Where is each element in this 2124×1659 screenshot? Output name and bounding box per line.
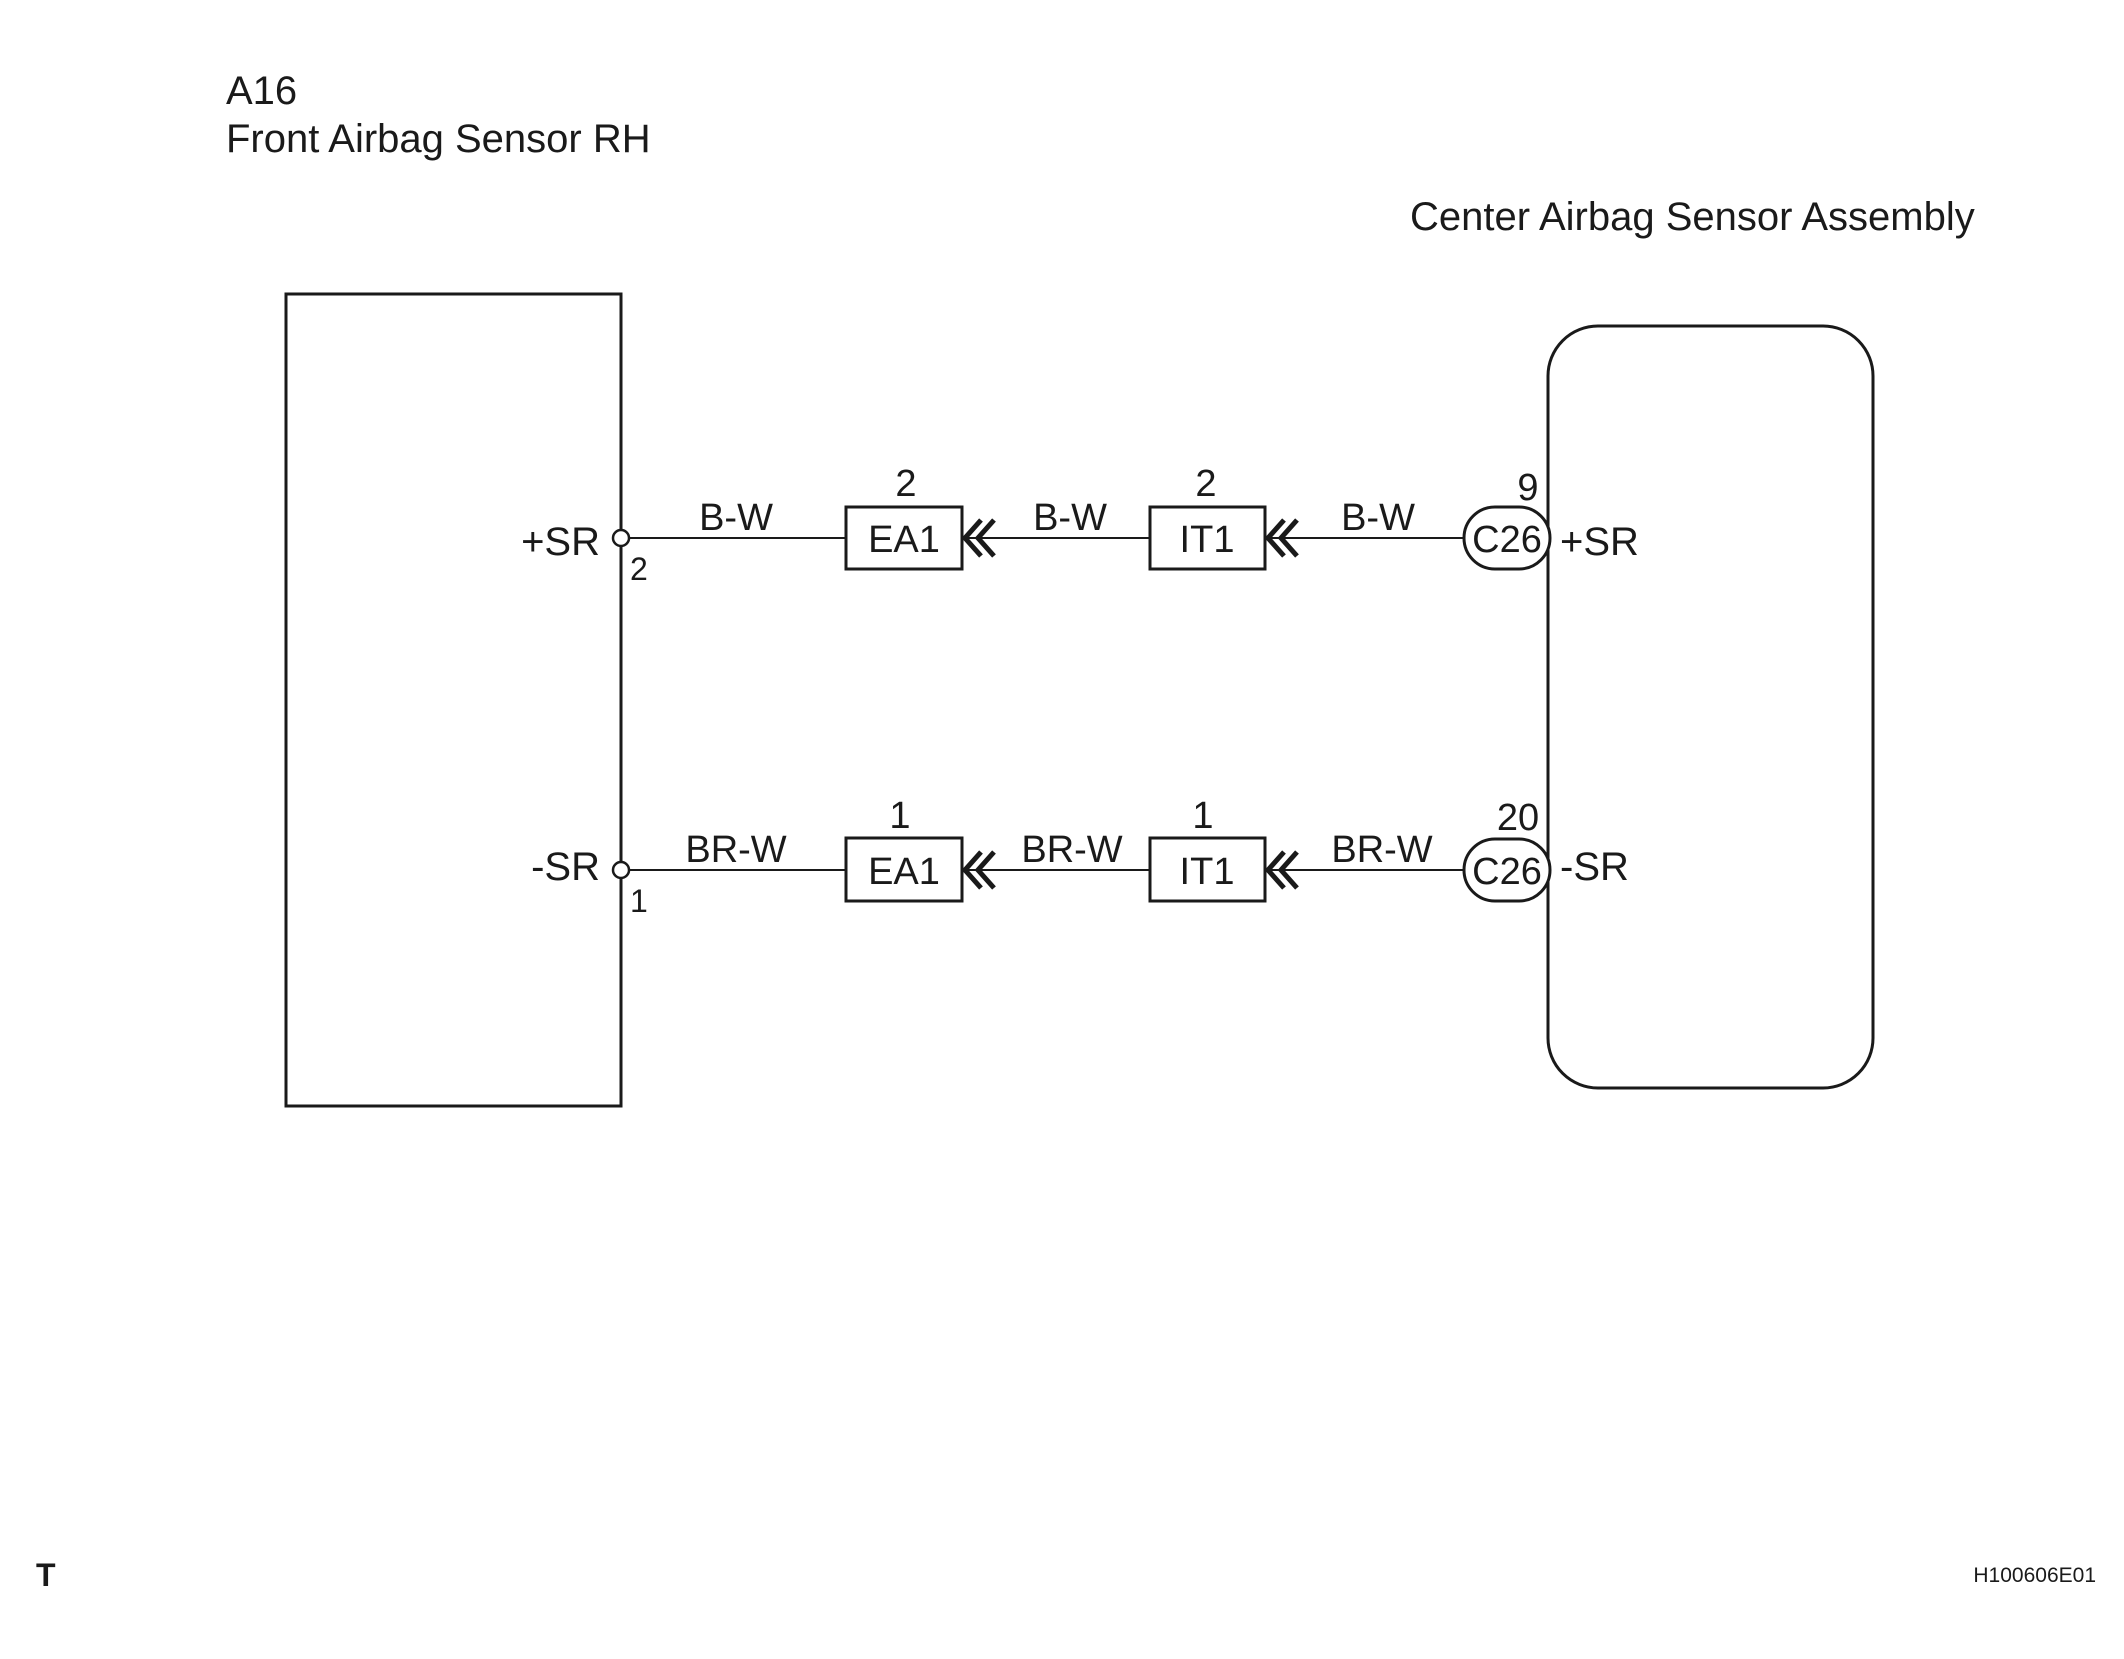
wire-color-label: B-W	[1341, 497, 1415, 539]
circuit-plus-sr: +SR 2 B-W B-W B-W EA1 2 IT1 2 C26 9 +SR	[521, 463, 1639, 587]
male-female-chevron-icon	[961, 518, 996, 558]
wire-color-label: BR-W	[685, 829, 786, 871]
left-component-name: Front Airbag Sensor RH	[226, 117, 651, 161]
connector-ea1-label: EA1	[868, 519, 940, 561]
connector-ea1-box	[844, 836, 964, 903]
right-terminal-label: -SR	[1560, 845, 1629, 889]
wire-color-label: BR-W	[1021, 829, 1122, 871]
connector-it1-label: IT1	[1180, 519, 1235, 561]
connector-ea1-pin: 2	[895, 463, 916, 505]
connector-c26-pin: 20	[1497, 797, 1539, 839]
left-component-code: A16	[226, 69, 297, 113]
wire-color-label: BR-W	[1331, 829, 1432, 871]
left-pin-number: 2	[630, 551, 648, 587]
circuit-minus-sr: -SR 1 BR-W BR-W BR-W EA1 1 IT1 1 C26 20 …	[531, 795, 1629, 919]
connector-it1-box	[1148, 836, 1267, 903]
connector-c26-oval	[1462, 837, 1552, 903]
male-female-chevron-icon	[961, 850, 996, 890]
male-female-chevron-icon	[1264, 518, 1299, 558]
connector-it1-label: IT1	[1180, 851, 1235, 893]
connector-it1-pin: 2	[1195, 463, 1216, 505]
connector-c26-pin: 9	[1517, 467, 1538, 509]
connector-ea1-pin: 1	[889, 795, 910, 837]
center-airbag-sensor-box	[1546, 324, 1875, 1090]
left-terminal-label: +SR	[521, 520, 600, 564]
connector-it1-pin: 1	[1192, 795, 1213, 837]
right-terminal-label: +SR	[1560, 520, 1639, 564]
connector-ea1-label: EA1	[868, 851, 940, 893]
terminal-circle	[611, 860, 631, 880]
right-component-name: Center Airbag Sensor Assembly	[1410, 195, 1975, 239]
left-pin-number: 1	[630, 883, 648, 919]
wire-color-label: B-W	[699, 497, 773, 539]
front-airbag-sensor-box	[284, 292, 623, 1108]
connector-c26-label: C26	[1472, 851, 1542, 893]
figure-id: H100606E01	[1973, 1564, 2096, 1587]
wire-color-label: B-W	[1033, 497, 1107, 539]
left-terminal-label: -SR	[531, 845, 600, 889]
connector-c26-label: C26	[1472, 519, 1542, 561]
connector-c26-oval	[1462, 505, 1552, 571]
footer-mark: T	[36, 1557, 56, 1593]
terminal-circle	[611, 528, 631, 548]
male-female-chevron-icon	[1264, 850, 1299, 890]
